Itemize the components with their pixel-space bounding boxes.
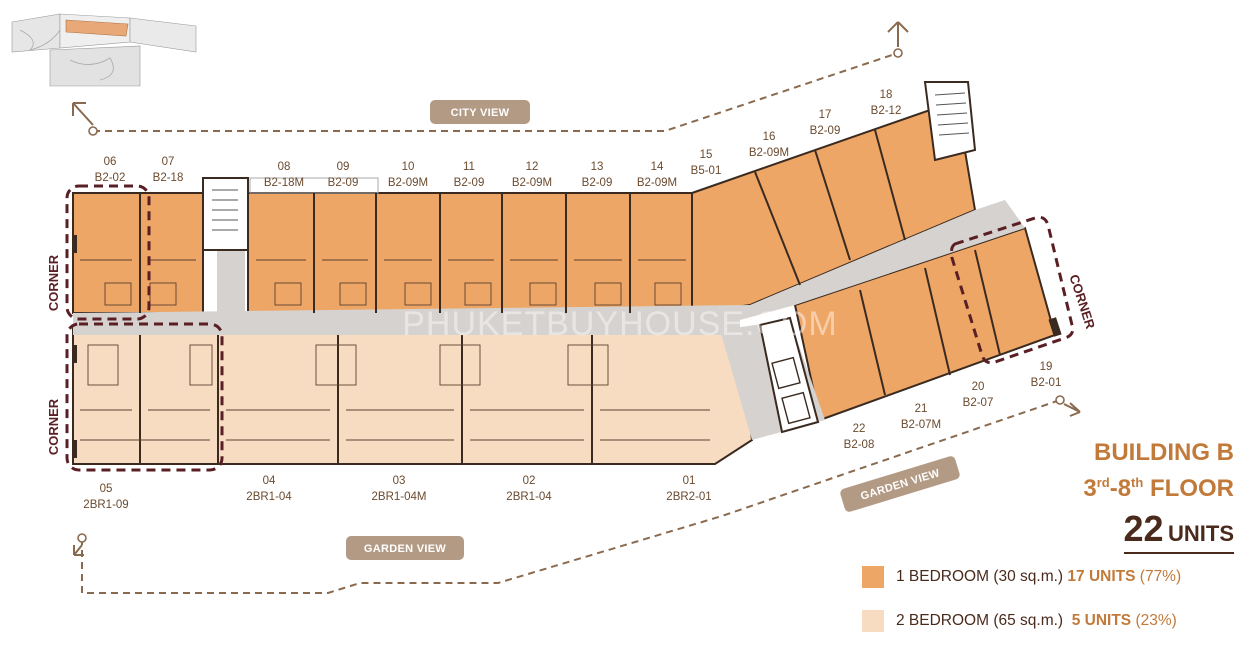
unit-number-12: 12 [526,161,539,173]
unit-type-10: B2-09M [388,177,428,189]
legend-count-1-bedroom: 17 UNITS [1067,568,1136,586]
unit-type-11: B2-09 [454,177,485,189]
building-info: BUILDING B 3rd-8th FLOOR 22 UNITS [1083,438,1234,554]
building-title: BUILDING B [1094,439,1234,466]
floor-word: FLOOR [1150,475,1234,502]
legend-item-1-bedroom: 1 BEDROOM (30 sq.m.) 17 UNITS (77%) [862,566,1181,588]
unit-number-10: 10 [402,161,415,173]
stair-core-west [202,177,249,251]
unit-number-21: 21 [915,403,928,415]
unit-type-09: B2-09 [328,177,359,189]
unit-type-08: B2-18M [264,177,304,189]
floor-separator: - [1109,475,1118,502]
city-view-badge: CITY VIEW [430,100,530,124]
unit-type-07: B2-18 [153,172,184,184]
unit-labels: 06B2-0207B2-1808B2-18M09B2-0910B2-09M11B… [83,89,1061,511]
unit-type-14: B2-09M [637,177,677,189]
corridor [73,200,1025,335]
window-marks [72,235,1062,458]
unit-number-20: 20 [972,381,985,393]
unit-number-22: 22 [853,423,866,435]
unit-number-01: 01 [683,475,696,487]
unit-dividers [139,129,1001,464]
unit-type-18: B2-12 [871,105,902,117]
unit-type-05: 2BR1-09 [83,499,128,511]
unit-type-02: 2BR1-04 [506,491,552,503]
total-units: 22 UNITS [1123,508,1234,554]
watermark: PHUKETBUYHOUSE.COM [402,305,838,343]
unit-block-06-07 [72,192,204,314]
view-paths [81,52,1061,594]
unit-type-01: 2BR2-01 [666,491,711,503]
unit-number-02: 02 [523,475,536,487]
floor-start: 3 [1083,475,1097,502]
two-bedroom-wing [72,326,754,465]
total-unit-label: UNITS [1168,521,1234,546]
corner-label-south: CORNER [46,398,61,455]
floor-end-suffix: th [1131,475,1144,490]
unit-number-15: 15 [700,149,713,161]
legend-label-2-bedroom: 2 BEDROOM (65 sq.m.) [896,612,1064,630]
unit-type-17: B2-09 [810,125,841,137]
unit-number-19: 19 [1040,361,1053,373]
unit-number-06: 06 [104,156,117,168]
floor-end: 8 [1117,475,1132,502]
corner-highlights [65,184,1075,472]
legend-label-1-bedroom: 1 BEDROOM (30 sq.m.) [896,568,1064,586]
corridor-stub [217,250,245,313]
unit-number-07: 07 [162,156,175,168]
unit-type-16: B2-09M [749,147,789,159]
city-view-label: CITY VIEW [451,107,510,119]
unit-type-13: B2-09 [582,177,613,189]
unit-number-17: 17 [819,109,832,121]
unit-number-14: 14 [651,161,664,173]
legend-swatch-1-bedroom [862,566,884,588]
garden-view-badge-right: GARDEN VIEW [840,456,960,512]
interior-details [80,259,710,441]
lift-core [758,316,820,434]
unit-number-16: 16 [763,131,776,143]
total-unit-count: 22 [1123,508,1164,549]
unit-number-03: 03 [393,475,406,487]
floor-start-suffix: rd [1096,475,1110,490]
site-key-plan [8,10,200,88]
legend-swatch-2-bedroom [862,610,884,632]
stair-core-east [923,81,977,162]
unit-number-08: 08 [278,161,291,173]
unit-number-04: 04 [263,475,276,487]
unit-number-18: 18 [880,89,893,101]
legend-pct-1-bedroom: (77%) [1139,568,1182,586]
floor-range: 3rd-8th FLOOR [1083,468,1234,504]
unit-type-22: B2-08 [844,439,875,451]
unit-type-03: 2BR1-04M [372,491,427,503]
unit-type-19: B2-01 [1031,377,1062,389]
garden-view-badge-left: GARDEN VIEW [346,536,464,560]
corner-label-north: CORNER [46,254,61,311]
unit-type-04: 2BR1-04 [246,491,292,503]
direction-arrows [72,21,1081,556]
unit-type-21: B2-07M [901,419,941,431]
unit-type-06: B2-02 [95,172,126,184]
unit-type-15: B5-01 [691,165,722,177]
legend-item-2-bedroom: 2 BEDROOM (65 sq.m.) 5 UNITS (23%) [862,610,1177,632]
unit-number-09: 09 [337,161,350,173]
path-endpoints [77,48,1065,543]
unit-number-13: 13 [591,161,604,173]
garden-view-label-left: GARDEN VIEW [364,543,446,555]
legend-pct-2-bedroom: (23%) [1135,612,1177,630]
unit-type-12: B2-09M [512,177,552,189]
unit-number-11: 11 [463,161,475,173]
legend-count-2-bedroom: 5 UNITS [1071,612,1132,630]
unit-type-20: B2-07 [963,397,994,409]
unit-number-05: 05 [100,483,113,495]
